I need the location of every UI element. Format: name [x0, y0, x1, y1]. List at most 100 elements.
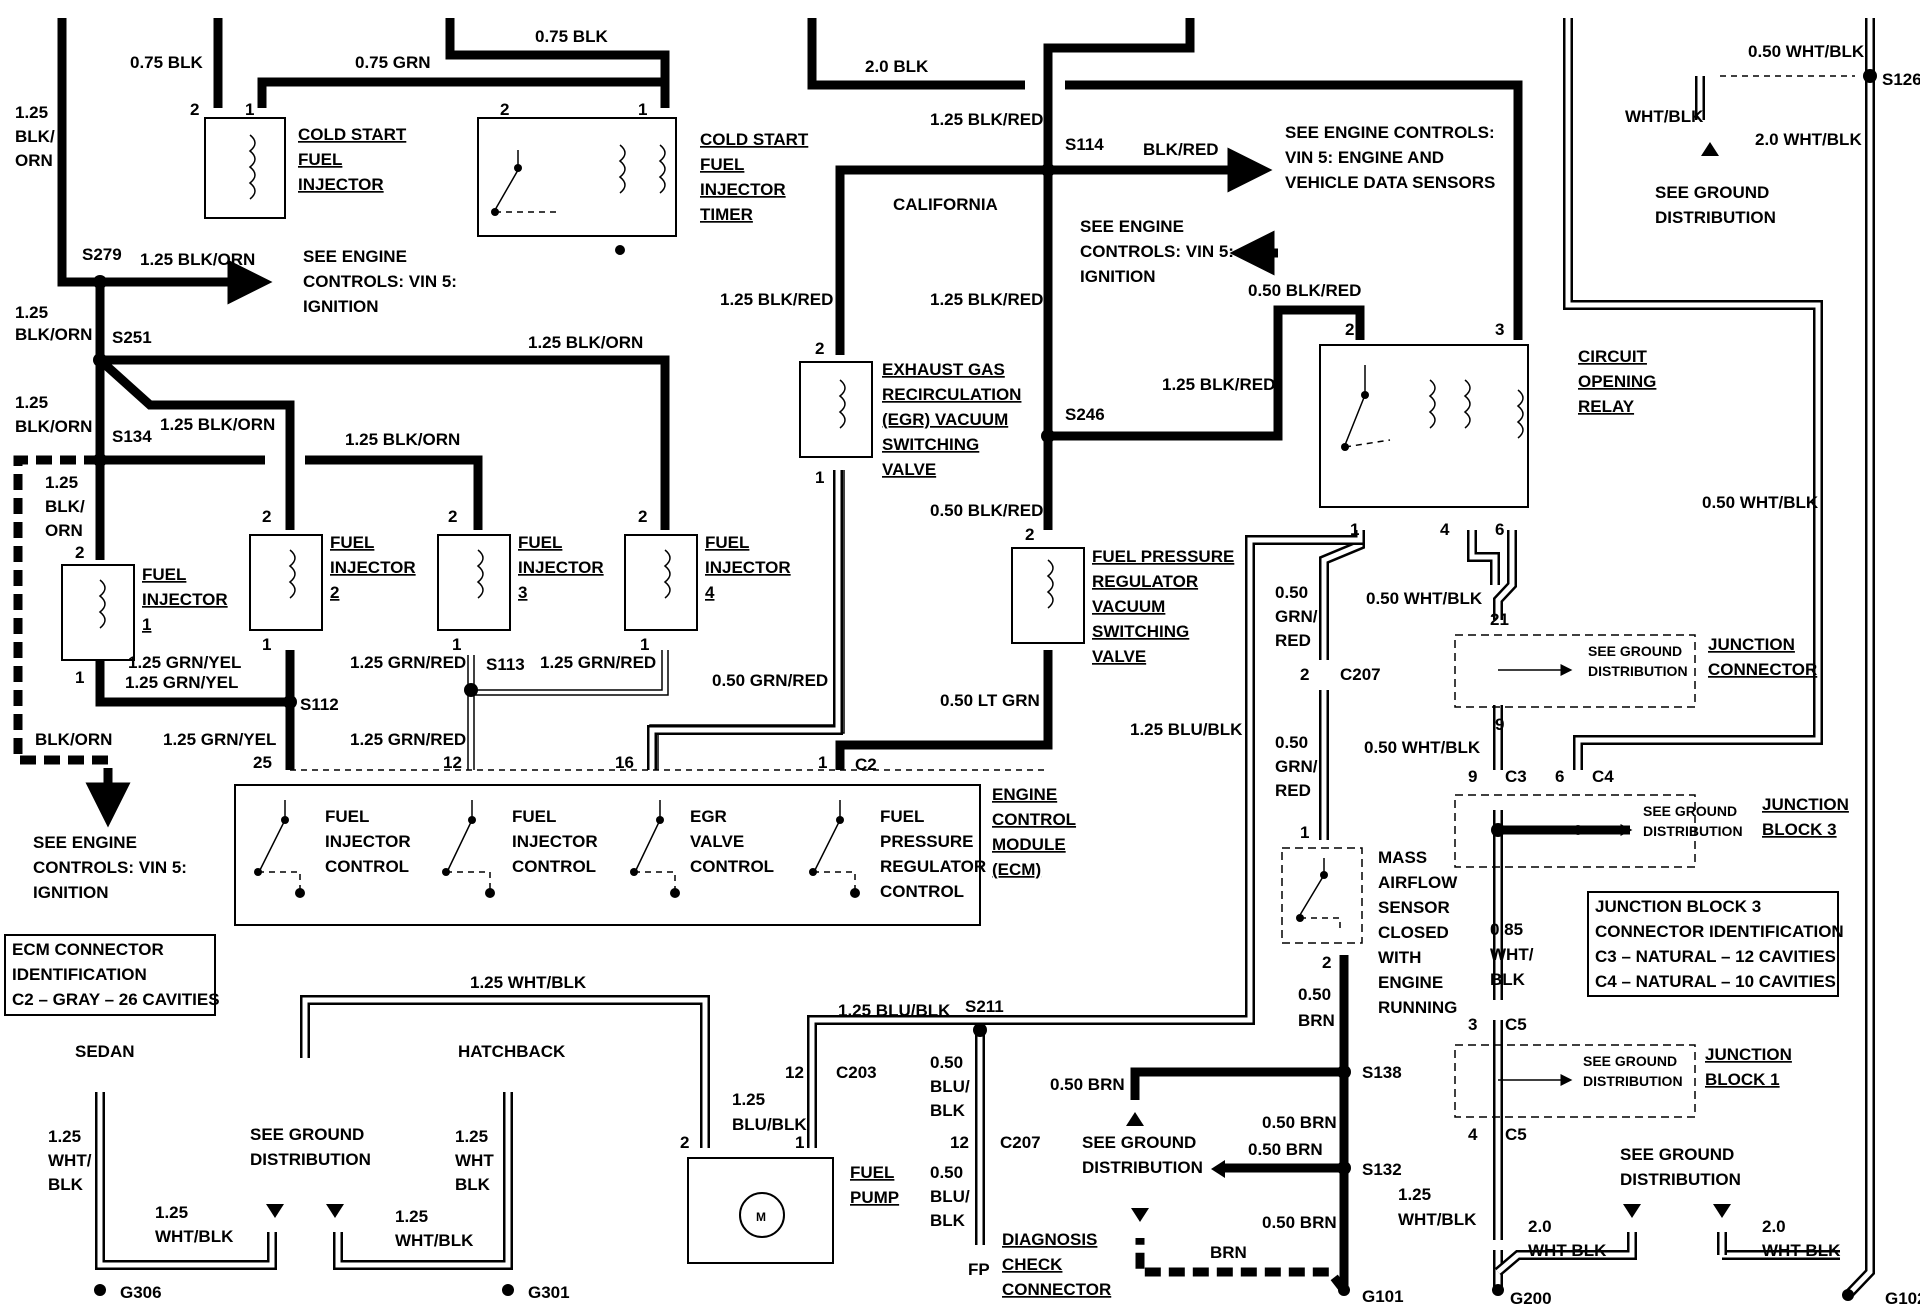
ecm-fpr-control: FUEL: [880, 807, 924, 826]
splice-label: S138: [1362, 1063, 1402, 1082]
see-ground-note-jb1: SEE GROUND: [1583, 1053, 1677, 1069]
wire-label: GRN/: [1275, 607, 1318, 626]
cold-start-injector-label: INJECTOR: [298, 175, 384, 194]
pin-number: 12: [950, 1133, 969, 1152]
ecm-connector-id: IDENTIFICATION: [12, 965, 147, 984]
wire-label: 0.50 WHT/BLK: [1702, 493, 1819, 512]
pin-number: 12: [785, 1063, 804, 1082]
splice-label: S246: [1065, 405, 1105, 424]
wire-label: WHT/: [48, 1151, 92, 1170]
fuel-injector-4-label: FUEL: [705, 533, 749, 552]
ecm-injector-control-1: INJECTOR: [325, 832, 411, 851]
wire-label: 2.0: [1528, 1217, 1552, 1236]
wire-label: 1.25 GRN/RED: [350, 653, 466, 672]
wire-label: 0.50: [930, 1053, 963, 1072]
connector-label: FP: [968, 1260, 990, 1279]
wire-label: 1.25: [155, 1203, 188, 1222]
mass-airflow-sensor-label: SENSOR: [1378, 898, 1450, 917]
ecm-injector-control-2: FUEL: [512, 807, 556, 826]
wire-label: 1.25: [48, 1127, 81, 1146]
ecm-fpr-control: PRESSURE: [880, 832, 974, 851]
labels: 0.75 BLK 0.75 GRN 0.75 BLK 2.0 BLK 1.25 …: [15, 27, 1920, 1308]
ground-label: G102: [1885, 1289, 1920, 1308]
splice-label: S113: [486, 655, 525, 674]
hatchback-label: HATCHBACK: [458, 1042, 566, 1061]
wire-label: 1.25: [45, 473, 78, 492]
mass-airflow-sensor-label: RUNNING: [1378, 998, 1457, 1017]
cold-start-timer-label: INJECTOR: [700, 180, 786, 199]
wire-label: 0.75 BLK: [130, 53, 203, 72]
wire-label: 1.25 GRN/RED: [540, 653, 656, 672]
fuel-injector-1-label: FUEL: [142, 565, 186, 584]
ecm-fpr-control: CONTROL: [880, 882, 964, 901]
wire-label: 1.25: [1398, 1185, 1431, 1204]
wire-label: BLK/ORN: [15, 417, 92, 436]
wire-label: BRN: [1210, 1243, 1247, 1262]
jb3-connector-id: CONNECTOR IDENTIFICATION: [1595, 922, 1844, 941]
wire-label: 0.75 GRN: [355, 53, 431, 72]
see-ground-note: DISTRIBUTION: [250, 1150, 371, 1169]
ecm-connector-id: C2 – GRAY – 26 CAVITIES: [12, 990, 220, 1009]
see-ignition-note: SEE ENGINE: [303, 247, 407, 266]
see-ignition-note: IGNITION: [1080, 267, 1156, 286]
wire-label: BLU/BLK: [732, 1115, 807, 1134]
wire-label: GRN/: [1275, 757, 1318, 776]
ground-label: G301: [528, 1283, 570, 1302]
pin-number: 1: [452, 635, 461, 654]
fuel-injector-1-label: 1: [142, 615, 151, 634]
pin-number: 1: [640, 635, 649, 654]
pin-number: 2: [638, 507, 647, 526]
wire-label: 1.25: [732, 1090, 765, 1109]
pin-number: 4: [1468, 1125, 1478, 1144]
wire-label: 1.25: [15, 393, 48, 412]
component-boxes: [4, 117, 1839, 1264]
fuel-injector-2-label: INJECTOR: [330, 558, 416, 577]
see-ignition-note: SEE ENGINE: [33, 833, 137, 852]
california-label: CALIFORNIA: [893, 195, 998, 214]
diagnosis-connector-label: CONNECTOR: [1002, 1280, 1111, 1299]
see-ignition-note: CONTROLS: VIN 5:: [1080, 242, 1234, 261]
see-sensors-note: SEE ENGINE CONTROLS:: [1285, 123, 1495, 142]
pin-number: 6: [1555, 767, 1564, 786]
wire-label: 1.25: [455, 1127, 488, 1146]
see-ground-note: DISTRIBUTION: [1655, 208, 1776, 227]
jb3-connector-id: JUNCTION BLOCK 3: [1595, 897, 1761, 916]
wire-label: WHT/: [1490, 945, 1534, 964]
wire-label: 0.50 BRN: [1262, 1113, 1337, 1132]
ecm-injector-control-2: INJECTOR: [512, 832, 598, 851]
see-ignition-note: IGNITION: [303, 297, 379, 316]
wire-label: BLU/: [930, 1077, 970, 1096]
circuit-opening-relay-label: CIRCUIT: [1578, 347, 1648, 366]
see-ground-note-jb1: DISTRIBUTION: [1583, 1073, 1683, 1089]
wire-label: 1.25: [15, 303, 48, 322]
ecm-injector-control-1: FUEL: [325, 807, 369, 826]
wire-label: 2.0 BLK: [865, 57, 929, 76]
pin-number: 3: [1495, 320, 1504, 339]
fuel-injector-2-label: 2: [330, 583, 339, 602]
pin-number: 1: [75, 668, 84, 687]
wire-label: BLK/: [15, 127, 55, 146]
splice-label: S251: [112, 328, 152, 347]
wire-label: WHT: [455, 1151, 494, 1170]
pin-number: 6: [1495, 520, 1504, 539]
junction-block-1-label: JUNCTION: [1705, 1045, 1792, 1064]
wire-label: BLK: [1490, 970, 1526, 989]
pin-number: 2: [1025, 525, 1034, 544]
wire-label: 1.25 BLK/RED: [720, 290, 833, 309]
mass-airflow-sensor-label: ENGINE: [1378, 973, 1443, 992]
wire-label: 1.25 GRN/YEL: [163, 730, 276, 749]
splice-label: S112: [300, 695, 339, 714]
see-ground-note-jb3: SEE GROUND: [1643, 803, 1737, 819]
wire-label: 1.25: [395, 1207, 428, 1226]
wire-label: 0.50 BRN: [1050, 1075, 1125, 1094]
connector-label: C5: [1505, 1015, 1527, 1034]
ecm-connector-id: ECM CONNECTOR: [12, 940, 164, 959]
see-ground-note-jc: SEE GROUND: [1588, 643, 1682, 659]
wire-label: 0.50 BLK/RED: [1248, 281, 1361, 300]
wire-label: 1.25 BLK/RED: [930, 110, 1043, 129]
egr-valve-label: EXHAUST GAS: [882, 360, 1005, 379]
junction-connector-label: CONNECTOR: [1708, 660, 1817, 679]
coil-symbols: [98, 134, 1524, 629]
splice-label: S114: [1065, 135, 1104, 154]
